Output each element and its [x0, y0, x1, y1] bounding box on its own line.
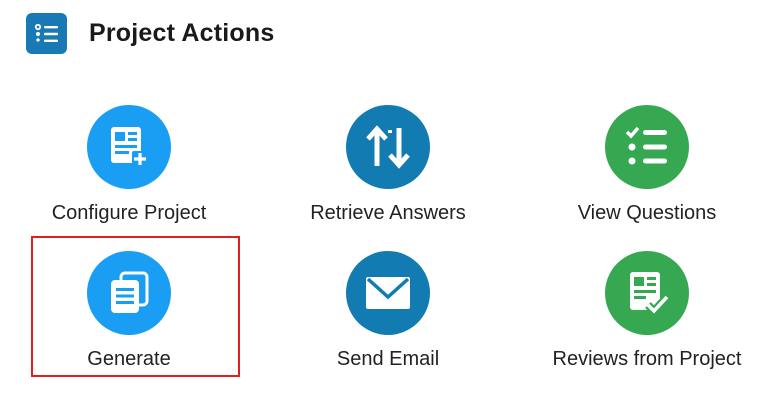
- envelope-icon: [346, 251, 430, 335]
- send-email-button[interactable]: Send Email: [258, 251, 518, 371]
- send-email-label: Send Email: [336, 348, 440, 370]
- view-questions-label: View Questions: [577, 202, 717, 224]
- list-settings-icon: [26, 13, 67, 54]
- generate-button[interactable]: Generate: [0, 251, 259, 371]
- copy-documents-icon: [87, 251, 171, 335]
- sort-arrows-icon: [346, 105, 430, 189]
- document-add-icon: [87, 105, 171, 189]
- page-header: Project Actions: [26, 13, 274, 54]
- document-check-icon: [605, 251, 689, 335]
- configure-project-button[interactable]: Configure Project: [0, 105, 259, 225]
- view-questions-button[interactable]: View Questions: [517, 105, 771, 225]
- reviews-from-project-label: Reviews from Project: [552, 348, 742, 370]
- reviews-from-project-button[interactable]: Reviews from Project: [517, 251, 771, 371]
- retrieve-answers-button[interactable]: Retrieve Answers: [258, 105, 518, 225]
- page-title: Project Actions: [89, 19, 275, 47]
- generate-label: Generate: [87, 348, 171, 370]
- configure-project-label: Configure Project: [51, 202, 207, 224]
- retrieve-answers-label: Retrieve Answers: [310, 202, 466, 224]
- checklist-icon: [605, 105, 689, 189]
